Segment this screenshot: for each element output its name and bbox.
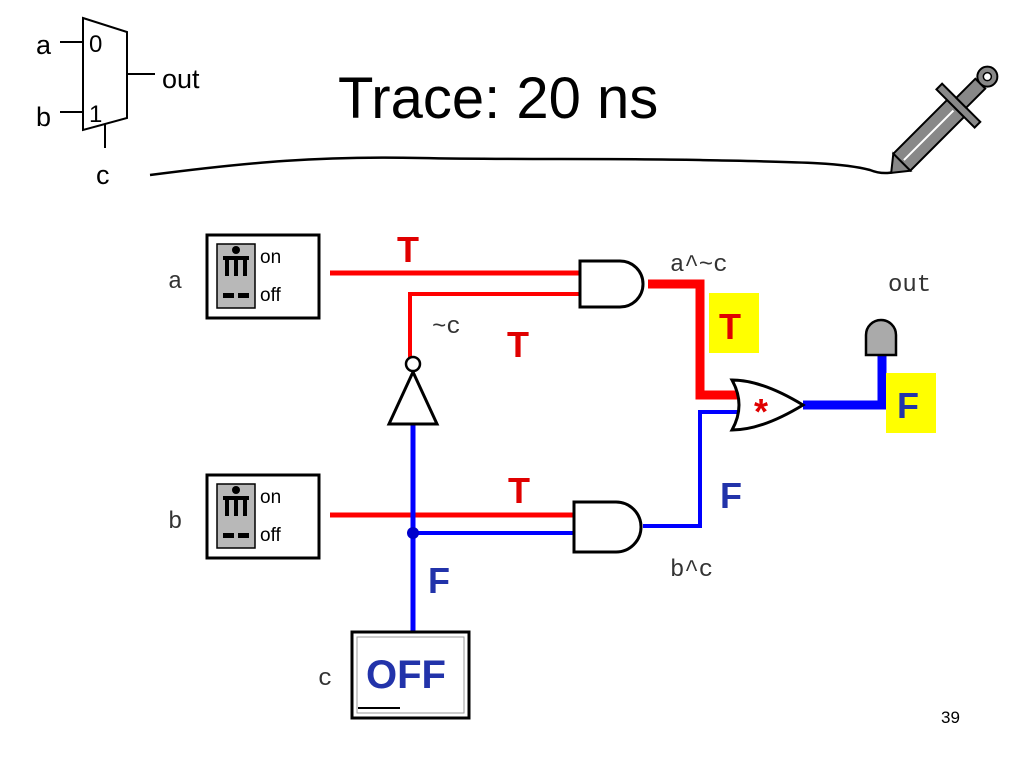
switch-a-name: a — [168, 269, 182, 296]
or-gate-marker: * — [754, 391, 768, 432]
switch-c-name: c — [318, 666, 332, 693]
label-output: out — [888, 272, 931, 299]
label-and-bottom: b^c — [670, 557, 713, 584]
switch-b-on-label: on — [260, 487, 281, 508]
mux-port-1-label: 1 — [89, 101, 102, 128]
switch-b-name: b — [168, 509, 182, 536]
wire-not-c — [408, 292, 580, 360]
wire-and-top-out — [648, 279, 740, 400]
mux-port-0-label: 0 — [89, 31, 102, 58]
mux-icon: a b 0 1 out c — [36, 16, 200, 190]
trace-b-value: T — [508, 470, 530, 511]
trace-or-out-highlight — [886, 373, 936, 433]
wire-or-out — [803, 355, 887, 410]
switch-b-toggle-icon — [223, 486, 249, 538]
switch-a-off-label: off — [260, 285, 282, 306]
switch-a-on-label: on — [260, 247, 281, 268]
circuit-wires — [330, 270, 887, 632]
wire-and-bottom-out — [643, 410, 742, 528]
sword-icon — [890, 65, 999, 174]
label-and-top: a^~c — [670, 252, 728, 279]
switch-a[interactable]: on off — [205, 233, 321, 320]
trace-not-c-value: T — [507, 324, 529, 365]
trace-or-out-value: F — [897, 385, 919, 426]
label-not-c: ~c — [432, 314, 461, 341]
and-gate-bottom — [572, 500, 643, 554]
wire-junction — [407, 527, 419, 539]
title-underline — [149, 156, 907, 177]
mux-select-label: c — [96, 160, 110, 190]
switch-c-state: OFF — [366, 653, 446, 697]
mux-input-b-label: b — [36, 102, 51, 132]
trace-c-value: F — [428, 560, 450, 601]
trace-and-bottom-value: F — [720, 475, 742, 516]
switch-c[interactable]: OFF — [350, 630, 471, 720]
trace-and-top-value: T — [719, 306, 741, 347]
switch-b[interactable]: on off — [205, 473, 321, 560]
output-led — [864, 318, 898, 357]
trace-a-value: T — [397, 229, 419, 270]
mux-input-a-label: a — [36, 30, 52, 60]
mux-body — [82, 16, 128, 132]
switch-b-off-label: off — [260, 525, 282, 546]
trace-and-top-highlight — [709, 293, 759, 353]
mux-output-label: out — [162, 64, 200, 94]
or-gate — [729, 378, 806, 432]
not-gate — [386, 355, 440, 426]
slide-title: Trace: 20 ns — [338, 66, 658, 131]
page-number: 39 — [941, 708, 960, 727]
switch-a-toggle-icon — [223, 246, 249, 298]
and-gate-top — [578, 259, 645, 309]
